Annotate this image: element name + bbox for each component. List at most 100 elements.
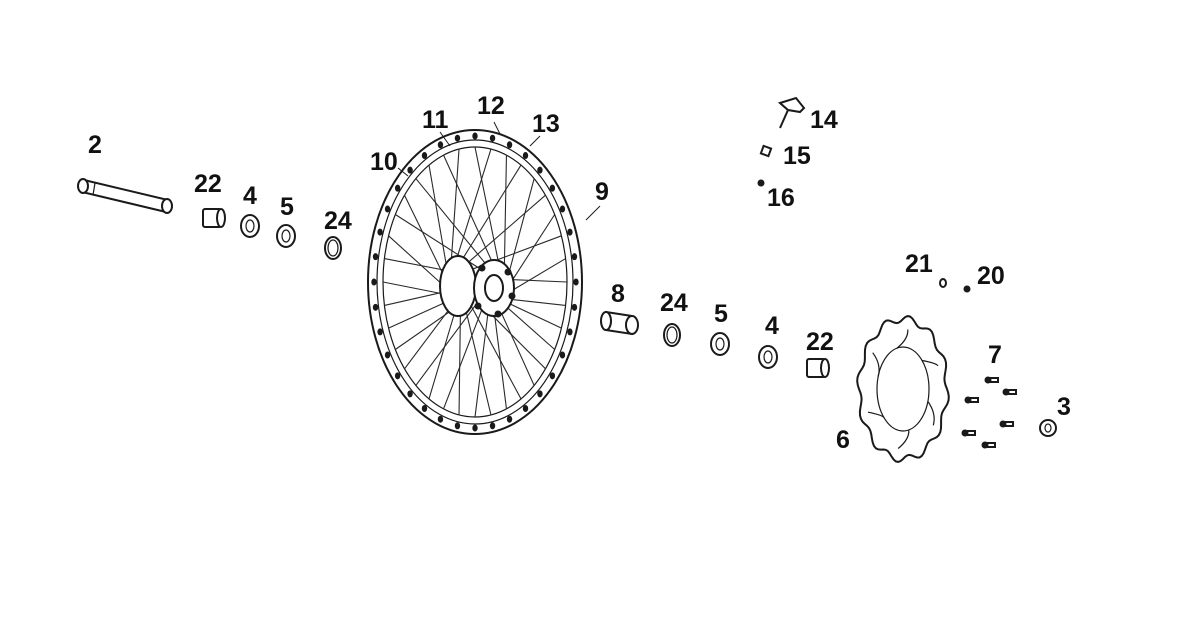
- spoke: [458, 309, 461, 415]
- callout-15: 15: [783, 142, 811, 170]
- spoke-nipple: [567, 328, 573, 336]
- spoke-nipple: [384, 205, 391, 213]
- disc-slot: [927, 401, 935, 426]
- brake-disc: [856, 315, 950, 463]
- right-seal: [710, 332, 730, 356]
- callout-6: 6: [836, 426, 850, 454]
- spoke: [468, 301, 522, 400]
- spoke-nipple: [559, 205, 566, 213]
- callout-7: 7: [988, 341, 1002, 369]
- leader-10: [397, 167, 409, 177]
- spoke: [443, 304, 485, 410]
- callout-22-right: 22: [806, 328, 834, 356]
- spoke: [382, 281, 445, 295]
- spoke-nipple: [522, 404, 529, 412]
- callout-4-left: 4: [243, 182, 257, 210]
- spoke: [464, 194, 546, 266]
- spoke: [404, 194, 446, 279]
- spoke: [459, 164, 522, 263]
- spoke-nipple: [472, 132, 478, 140]
- spoke: [509, 214, 556, 285]
- left-collar: [324, 236, 342, 260]
- spoke-nipple: [437, 415, 444, 423]
- spoke: [415, 178, 489, 268]
- callout-3: 3: [1057, 393, 1071, 421]
- callout-5-right: 5: [714, 300, 728, 328]
- axle: [77, 178, 173, 214]
- callout-13: 13: [532, 110, 560, 138]
- leader-9: [585, 205, 601, 221]
- callout-20: 20: [977, 262, 1005, 290]
- spoke-nipple: [394, 372, 401, 380]
- callout-24-right: 24: [660, 289, 688, 317]
- bolt: [964, 396, 979, 404]
- spoke-nipple: [377, 328, 383, 336]
- spoke: [428, 309, 457, 400]
- spoke: [509, 258, 566, 293]
- spoke-nipple: [573, 278, 579, 286]
- spoke-nipples: [371, 132, 579, 432]
- spoke-nipple: [506, 141, 513, 149]
- leader-13: [529, 135, 541, 147]
- spoke-nipple: [549, 184, 556, 192]
- spoke-nipple: [489, 134, 496, 142]
- spoke-nipple: [437, 141, 444, 149]
- spoke-nipple: [571, 253, 578, 261]
- callout-4-right: 4: [765, 312, 779, 340]
- callout-14: 14: [810, 106, 838, 134]
- spoke-nipple: [567, 228, 573, 236]
- spoke: [404, 306, 452, 370]
- spoke-nipple: [372, 303, 379, 311]
- spoke-nipple: [522, 152, 529, 160]
- disc-slot: [921, 359, 939, 367]
- disc-bolts: [961, 376, 1017, 449]
- right-spacer-22: [806, 358, 830, 378]
- disc-slot: [897, 429, 910, 449]
- disc-slot: [872, 352, 880, 377]
- spoke: [507, 298, 566, 306]
- spoke: [474, 308, 490, 418]
- spoke: [455, 148, 492, 263]
- right-spacer: [600, 310, 639, 336]
- callout-9: 9: [595, 178, 609, 206]
- disc-slot: [896, 329, 909, 349]
- callout-8: 8: [611, 280, 625, 308]
- spoke: [450, 149, 460, 266]
- right-collar: [663, 323, 681, 347]
- leader-12: [493, 121, 501, 135]
- left-spacer: [202, 208, 226, 228]
- spoke-nipple: [371, 278, 377, 286]
- spoke-nipple: [407, 166, 413, 174]
- wheel: [367, 129, 583, 435]
- callout-12: 12: [477, 92, 505, 120]
- spoke: [503, 155, 508, 272]
- spoke-nipple: [537, 390, 543, 398]
- bolt: [999, 420, 1014, 428]
- spoke: [428, 164, 448, 271]
- nut-20: [963, 285, 971, 293]
- spoke-nipple: [454, 422, 461, 430]
- axle-nut: [1039, 419, 1057, 437]
- callout-24-left: 24: [324, 207, 352, 235]
- callout-21: 21: [905, 250, 933, 278]
- spoke-nipple: [394, 184, 401, 192]
- spoke: [503, 304, 556, 350]
- spoke-nipple: [549, 372, 556, 380]
- spoke-nipple: [421, 152, 428, 160]
- spoke: [464, 306, 492, 416]
- spoke: [415, 298, 481, 386]
- spoke: [493, 309, 508, 409]
- bolt: [981, 441, 996, 449]
- valve-cap: [759, 144, 773, 158]
- spoke-nipple: [377, 228, 383, 236]
- leader-11: [439, 131, 451, 147]
- spoke-nipple: [384, 351, 391, 359]
- left-seal: [276, 224, 296, 248]
- spoke-nipple: [372, 253, 379, 261]
- disc-slot: [867, 411, 885, 418]
- bolt: [984, 376, 999, 384]
- spoke-nipple: [472, 424, 478, 432]
- spoke-nipple: [454, 134, 461, 142]
